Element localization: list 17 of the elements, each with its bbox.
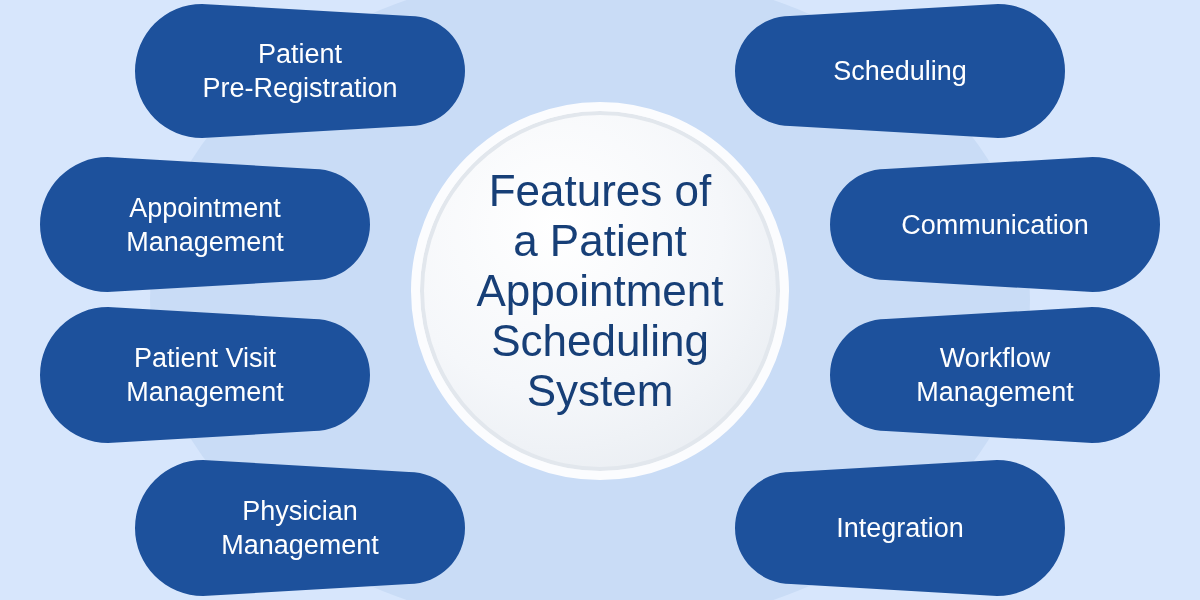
feature-label: Physician Management: [220, 495, 380, 562]
hub-title: Features of a Patient Appointment Scheduling System: [475, 166, 725, 416]
feature-pill: [735, 460, 1065, 596]
feature-label: Communication: [901, 208, 1089, 242]
feature-label: Patient Pre-Registration: [201, 38, 399, 105]
feature-label: Patient Visit Management: [125, 342, 285, 409]
feature-pill: [40, 157, 370, 292]
feature-pill: [40, 307, 370, 443]
feature-label: Workflow Management: [915, 342, 1075, 409]
feature-pill: [135, 460, 465, 596]
feature-label: Scheduling: [833, 55, 967, 88]
feature-pill: [135, 4, 465, 138]
feature-pill: [735, 4, 1065, 138]
feature-pill: [830, 307, 1160, 443]
feature-label: Integration: [836, 512, 964, 545]
feature-pill: [830, 157, 1160, 292]
feature-label: Appointment Management: [125, 191, 285, 259]
